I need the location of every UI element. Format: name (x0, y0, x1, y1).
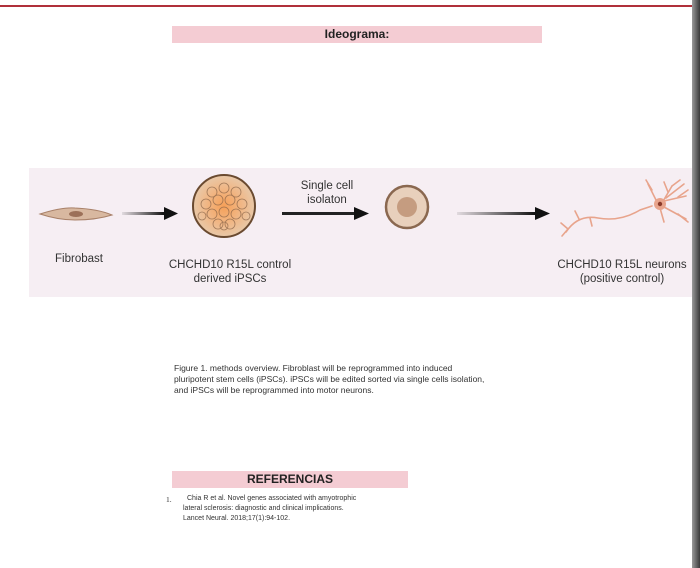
methods-diagram (29, 168, 692, 297)
single-cell-icon (384, 184, 430, 230)
neurons-label-line2: (positive control) (579, 273, 665, 285)
top-accent-line (0, 5, 692, 7)
reference-line3: Lancet Neural. 2018;17(1):94-102. (183, 515, 291, 522)
arrow-2-icon (282, 207, 369, 220)
neuron-icon (560, 179, 689, 237)
ipsc-colony-icon (192, 174, 256, 238)
neuron-soma-icon (654, 198, 666, 210)
caption-line3: and iPSCs will be reprogrammed into moto… (174, 385, 374, 395)
ipsc-label-line2: derived iPSCs (193, 273, 267, 285)
reference-line1: Chia R et al. Novel genes associated wit… (187, 495, 357, 502)
neurons-label-line1: CHCHD10 R15L neurons (557, 259, 687, 271)
window-edge (692, 0, 700, 568)
arrow-1-icon (122, 207, 178, 220)
arrow-3-icon (457, 207, 550, 220)
ideogram-title: Ideograma: (172, 26, 542, 43)
ipsc-label: CHCHD10 R15L control derived iPSCs (158, 258, 302, 286)
reference-number: 1. (166, 495, 172, 504)
single-cell-label-line1: Single cell (300, 180, 354, 192)
reference-entry: Chia R et al. Novel genes associated wit… (183, 494, 413, 524)
reference-line2: lateral sclerosis: diagnostic and clinic… (183, 505, 344, 512)
caption-line1: Figure 1. methods overview. Fibroblast w… (174, 363, 453, 373)
caption-line2: pluripotent stem cells (iPSCs). iPSCs wi… (174, 374, 485, 384)
single-cell-label-line2: isolaton (307, 194, 347, 206)
fibroblast-label: Fibrobast (55, 253, 103, 265)
fibroblast-cell-icon (38, 207, 114, 221)
figure-caption: Figure 1. methods overview. Fibroblast w… (174, 363, 544, 396)
ipsc-label-line1: CHCHD10 R15L control (168, 259, 292, 271)
single-cell-arrow-label: Single cell isolaton (282, 179, 372, 207)
neurons-label: CHCHD10 R15L neurons (positive control) (552, 258, 692, 286)
references-title: REFERENCIAS (172, 471, 408, 488)
